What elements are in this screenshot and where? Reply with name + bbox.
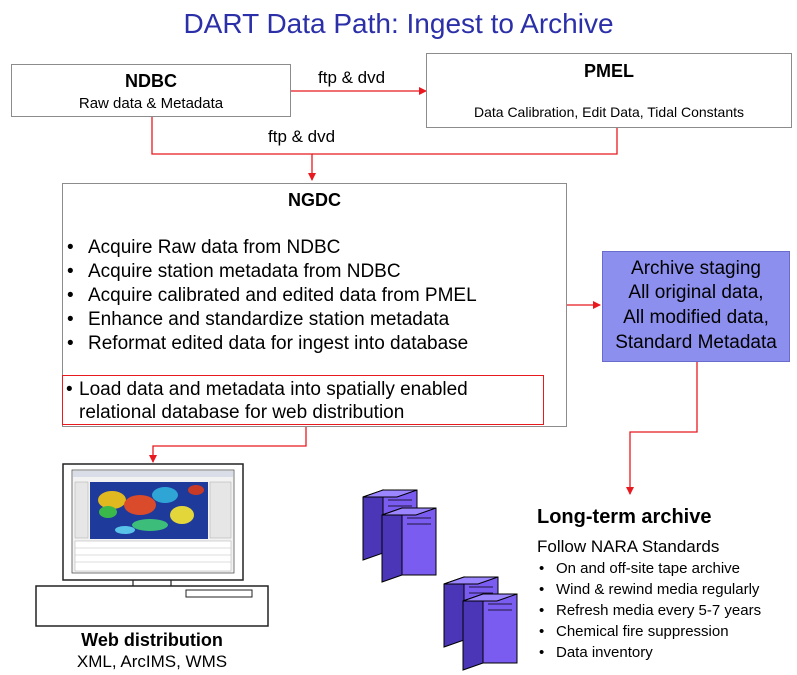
ftp-label-bottom: ftp & dvd: [268, 127, 336, 146]
archive-staging-box: Archive staging All original data, All m…: [602, 251, 790, 362]
ndbc-name: NDBC: [125, 71, 177, 91]
list-item: Acquire calibrated and edited data from …: [63, 284, 563, 308]
pmel-name: PMEL: [583, 61, 634, 81]
list-item: On and off-site tape archive: [539, 558, 794, 579]
arrow-ndbc-to-ngdc: [151, 117, 316, 181]
pmel-subtitle: Data Calibration, Edit Data, Tidal Const…: [473, 104, 745, 120]
staging-line: All original data,: [628, 282, 764, 303]
server-icon: [362, 489, 518, 671]
ndbc-box: NDBC Raw data & Metadata: [11, 64, 291, 117]
web-distribution-title: Web distribution: [81, 630, 223, 650]
list-item: Data inventory: [539, 642, 794, 663]
ngdc-box: NGDC Acquire Raw data from NDBC Acquire …: [62, 183, 567, 427]
highlighted-task: •Load data and metadata into spatially e…: [62, 375, 544, 425]
highlighted-task-line-2: relational database for web distribution: [79, 402, 405, 423]
ngdc-task-list: Acquire Raw data from NDBC Acquire stati…: [63, 236, 563, 356]
web-distribution-formats: XML, ArcIMS, WMS: [76, 652, 228, 671]
ngdc-name: NGDC: [288, 190, 341, 210]
arrow-staging-to-archive: [626, 362, 698, 495]
ndbc-subtitle: Raw data & Metadata: [78, 95, 224, 112]
pmel-box: PMEL Data Calibration, Edit Data, Tidal …: [426, 53, 792, 128]
list-item: Enhance and standardize station metadata: [63, 308, 563, 332]
list-item: Acquire station metadata from NDBC: [63, 260, 563, 284]
staging-line: Archive staging: [631, 258, 761, 279]
staging-line: All modified data,: [623, 307, 769, 328]
long-term-archive-subtitle: Follow NARA Standards: [537, 537, 720, 556]
ftp-label-top: ftp & dvd: [318, 68, 386, 87]
long-term-archive-title: Long-term archive: [537, 506, 712, 528]
list-item: Wind & rewind media regularly: [539, 579, 794, 600]
list-item: Reformat edited data for ingest into dat…: [63, 332, 563, 356]
arrow-ngdc-to-web: [149, 427, 307, 463]
diagram-title: DART Data Path: Ingest to Archive: [183, 8, 614, 39]
list-item: Refresh media every 5-7 years: [539, 600, 794, 621]
arrow-pmel-join: [312, 128, 618, 155]
list-item: Chemical fire suppression: [539, 621, 794, 642]
staging-line: Standard Metadata: [615, 332, 777, 353]
list-item: Acquire Raw data from NDBC: [63, 236, 563, 260]
nara-standards-list: On and off-site tape archive Wind & rewi…: [539, 558, 794, 663]
